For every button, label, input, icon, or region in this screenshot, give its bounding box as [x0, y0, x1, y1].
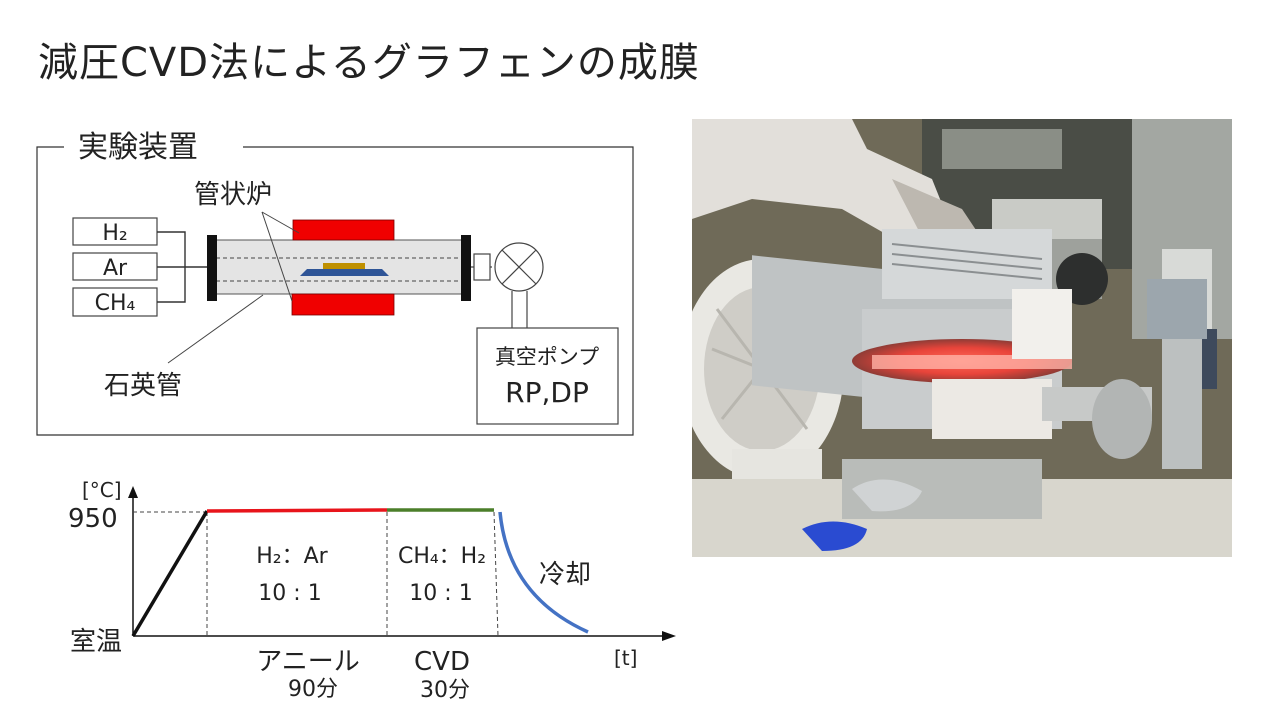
gas-label-ch4: CH₄ — [95, 291, 136, 316]
y-tick-low: 室温 — [70, 627, 122, 657]
cvd-ratio-label: CH₄：H₂ — [398, 544, 486, 569]
y-tick-high: 950 — [68, 504, 118, 534]
valve-connector — [473, 253, 491, 281]
gas-label-h2: H₂ — [102, 221, 127, 246]
gas-box-h2: H₂ — [72, 217, 158, 246]
y-axis-arrow — [128, 486, 138, 498]
sample-film — [323, 263, 365, 269]
pump-title: 真空ポンプ — [495, 345, 599, 369]
gas-manifold — [157, 231, 207, 303]
apparatus-diagram: 実験装置 H₂ Ar CH₄ 管 — [36, 130, 634, 436]
temperature-profile: [°C] [t] 950 室温 H₂：Ar 10 : 1 CH₄：H₂ 10 :… — [68, 478, 676, 703]
cvd-phase-time: 30分 — [420, 678, 470, 703]
anneal-segment — [206, 508, 388, 513]
apparatus-frame — [36, 146, 634, 436]
sample-substrate — [300, 269, 389, 276]
anneal-phase-label: アニール — [256, 647, 359, 677]
anneal-phase-time: 90分 — [288, 677, 338, 702]
x-unit-label: [t] — [614, 646, 637, 670]
anneal-ratio: 10 : 1 — [258, 581, 321, 606]
tube-flange-right — [461, 235, 471, 301]
x-axis-arrow — [662, 631, 676, 641]
anneal-ratio-label: H₂：Ar — [256, 544, 328, 569]
apparatus-photo — [692, 119, 1232, 557]
gas-box-ch4: CH₄ — [72, 287, 158, 317]
tube-flange-left — [207, 235, 217, 301]
ramp-segment — [131, 510, 209, 637]
cvd-ratio: 10 : 1 — [409, 581, 472, 606]
furnace-heater-top — [292, 219, 395, 241]
slide-title: 減圧CVD法によるグラフェンの成膜 — [38, 40, 700, 86]
cvd-phase-label: CVD — [414, 647, 470, 677]
valve-symbol — [494, 242, 544, 292]
tube-label: 石英管 — [104, 371, 182, 401]
furnace-label: 管状炉 — [194, 180, 272, 210]
pump-types: RP,DP — [505, 376, 589, 409]
apparatus-heading: 実験装置 — [78, 130, 198, 165]
cooling-label: 冷却 — [539, 560, 591, 590]
y-unit-label: [°C] — [82, 478, 122, 502]
pump-box — [476, 327, 619, 425]
furnace-heater-bottom — [291, 293, 395, 316]
gas-box-ar: Ar — [72, 252, 158, 281]
gas-label-ar: Ar — [103, 256, 128, 281]
cooling-segment — [498, 511, 589, 634]
